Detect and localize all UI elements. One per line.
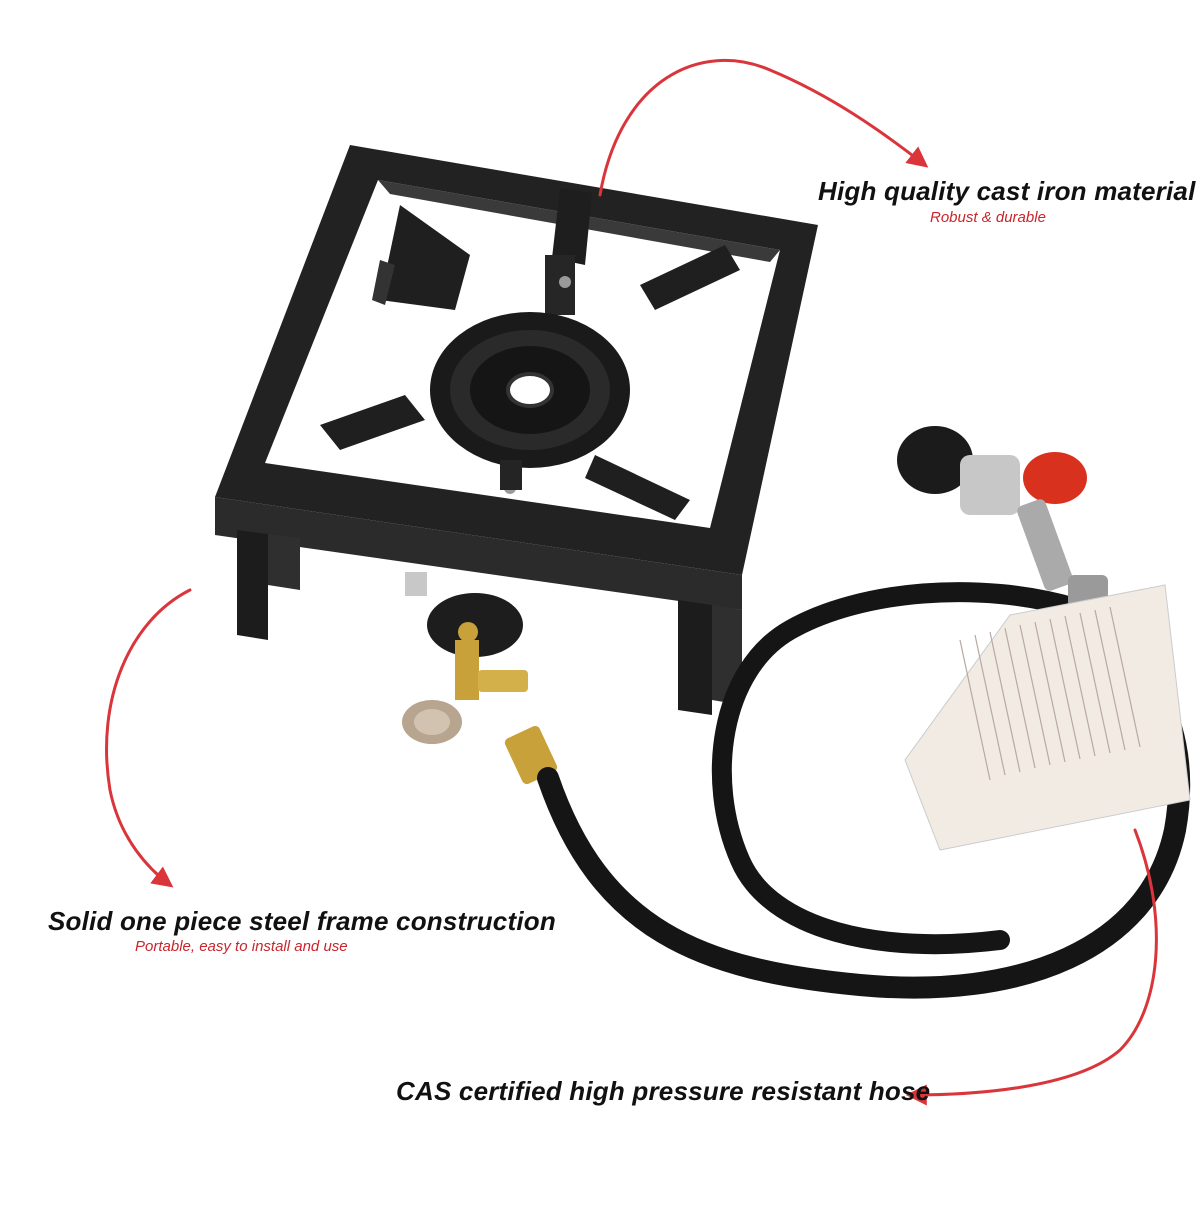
callout-top-subtitle: Robust & durable: [930, 209, 1046, 226]
pot-supports: [320, 188, 740, 520]
callout-bottom-title: CAS certified high pressure resistant ho…: [396, 1076, 931, 1106]
gas-valve: [402, 572, 528, 744]
arrow-top: [598, 59, 929, 197]
callout-left-subtitle: Portable, easy to install and use: [135, 938, 348, 955]
callout-top-title: High quality cast iron material: [818, 176, 1196, 206]
arrow-left: [105, 588, 192, 888]
callout-arrows: [105, 59, 1158, 1106]
arrow-bottom: [905, 828, 1158, 1106]
cast-iron-burner: [430, 255, 630, 494]
instruction-tag: [904, 584, 1191, 851]
callout-left-title: Solid one piece steel frame construction: [48, 906, 556, 936]
